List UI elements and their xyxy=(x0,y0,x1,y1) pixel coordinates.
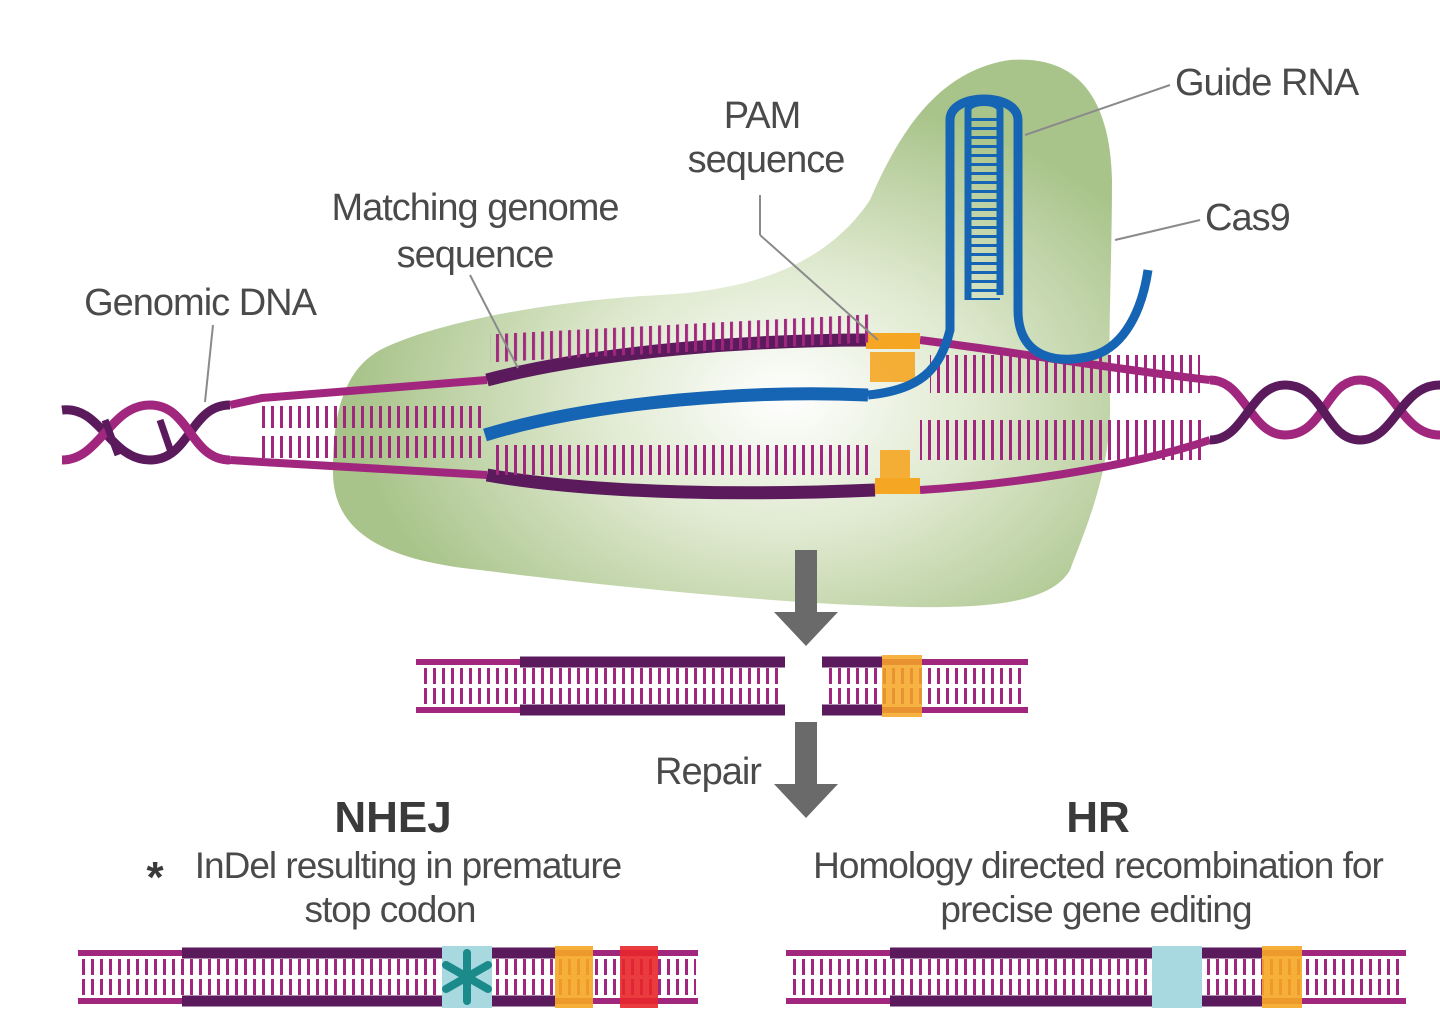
hr-dna xyxy=(786,946,1406,1008)
hr-desc-line2: precise gene editing xyxy=(940,889,1251,930)
guide-rna xyxy=(867,94,1153,400)
matching-label-line2: sequence xyxy=(397,234,554,276)
leader-lines xyxy=(204,84,1201,403)
repair-label: Repair xyxy=(655,751,762,793)
hr-desc-line1: Homology directed recombination for xyxy=(813,845,1383,886)
nhej-title: NHEJ xyxy=(334,793,451,842)
nhej-desc-line2: stop codon xyxy=(304,889,475,930)
guide-rna-label: Guide RNA xyxy=(1175,62,1360,104)
genomic-dna xyxy=(61,314,1440,500)
cas9-label: Cas9 xyxy=(1205,197,1290,239)
genomic-dna-label: Genomic DNA xyxy=(84,282,317,324)
hr-title: HR xyxy=(1066,793,1130,842)
matching-label-line1: Matching genome xyxy=(331,187,618,229)
pam-label-line1: PAM xyxy=(724,95,801,137)
asterisk-icon: * xyxy=(146,853,164,902)
arrow-down-icon xyxy=(774,550,838,818)
nhej-dna xyxy=(78,946,698,1008)
indel-asterisk-icon xyxy=(442,949,492,1005)
cleaved-dna xyxy=(416,655,1028,717)
nhej-desc-line1: InDel resulting in premature xyxy=(195,845,622,886)
pam-label-line2: sequence xyxy=(688,139,845,181)
